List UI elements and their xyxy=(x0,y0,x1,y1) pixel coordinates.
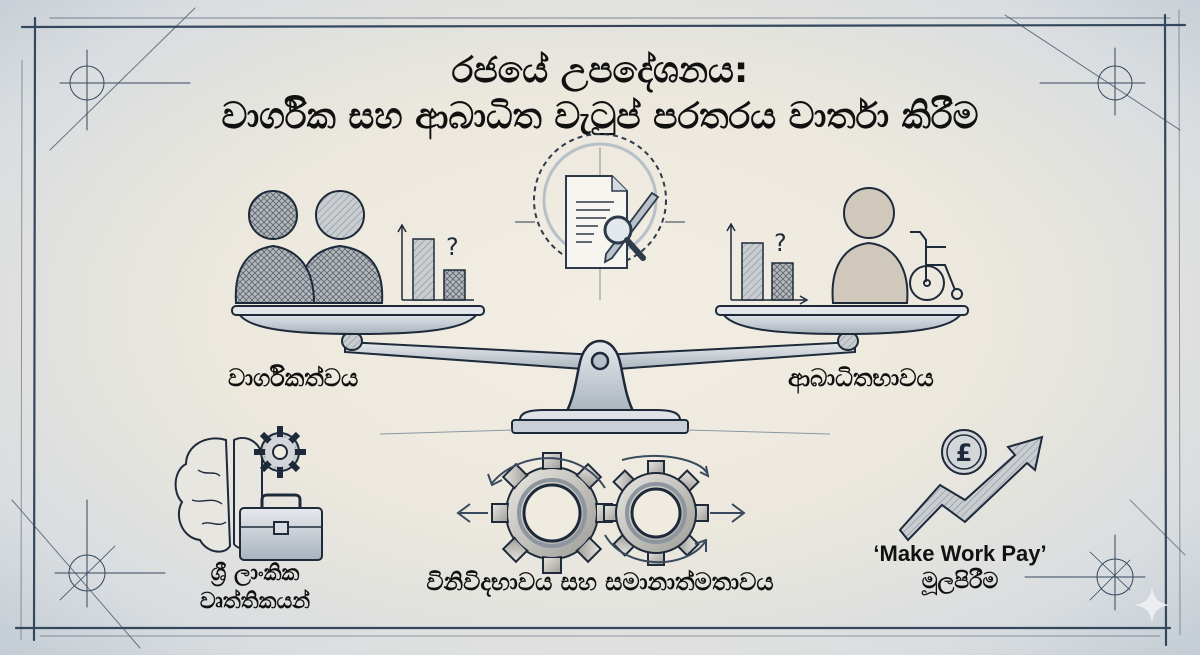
pound-symbol: £ xyxy=(956,439,973,467)
trend-arrow-up-icon xyxy=(898,435,1044,542)
interlocking-gears-icon xyxy=(491,452,709,574)
label-mwp-line-1: ‘Make Work Pay’ xyxy=(873,541,1047,566)
sparkle-icon xyxy=(1134,587,1170,623)
title-line-1: රජයේ උපදේශනය: xyxy=(451,50,749,91)
page-title: රජයේ උපදේශනය: වාර්ගික සහ ආබාධිත වැටුප් ප… xyxy=(0,48,1200,140)
label-transparency-equality: විනිවිදභාවය සහ සමානාත්මතාවය xyxy=(426,568,774,596)
wheelchair-icon xyxy=(909,231,963,301)
label-sl-line-1: ශ්‍රී ලාංකික xyxy=(210,561,300,586)
balance-scale xyxy=(341,331,859,435)
label-disability: ආබාධිතභාවය xyxy=(788,364,934,392)
person-icon xyxy=(831,187,909,304)
question-mark-right: ? xyxy=(774,229,787,257)
arrows-icon xyxy=(456,454,746,564)
label-sl-line-2: වෘත්තිකයන් xyxy=(199,589,311,614)
label-ethnicity: වාර්ගිකත්වය xyxy=(228,364,359,392)
document-magnifier-pen-icon xyxy=(515,133,685,269)
pound-coin-icon: £ xyxy=(941,429,987,475)
label-sri-lankan-professionals: ශ්‍රී ලාංකික වෘත්තිකයන් xyxy=(180,560,330,616)
title-line-2: වාර්ගික සහ ආබාධිත වැටුප් පරතරය වාර්තා කි… xyxy=(221,96,979,137)
question-mark: ? xyxy=(446,233,459,261)
left-pan xyxy=(231,305,485,336)
bar-chart-question-icon: ? xyxy=(397,223,474,301)
right-pan xyxy=(715,305,969,336)
gear-icon xyxy=(254,426,306,478)
two-people-icon xyxy=(234,190,384,304)
label-make-work-pay: ‘Make Work Pay’ මූලපිරීම xyxy=(870,540,1050,596)
briefcase-icon xyxy=(239,493,323,561)
label-mwp-line-2: මූලපිරීම xyxy=(921,569,999,594)
bar-chart-question-icon-right: ? xyxy=(726,222,809,305)
